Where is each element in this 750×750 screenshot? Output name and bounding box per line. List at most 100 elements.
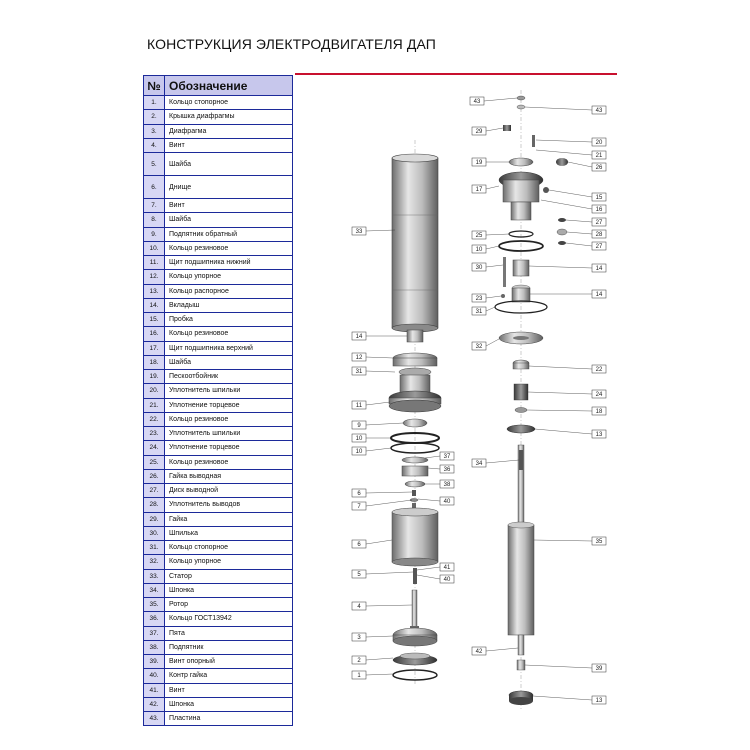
row-number: 23.: [143, 425, 165, 442]
rotor-assembly: [507, 444, 535, 656]
callout-label: 17: [476, 187, 483, 193]
table-row: 37.Пята: [143, 625, 293, 641]
callout-label: 10: [356, 436, 363, 442]
row-number: 40.: [143, 668, 165, 684]
callout-box: [591, 289, 607, 299]
exploded-assembly-diagram: 3314123111910103736386740641405432143432…: [351, 90, 607, 710]
callout-label: 27: [596, 220, 603, 226]
row-number: 36.: [143, 611, 165, 627]
row-number: 39.: [143, 653, 165, 670]
retaining-ring-1: [392, 669, 438, 681]
callout-box: [591, 695, 607, 705]
row-designation: Кольцо ГОСТ13942: [164, 611, 293, 627]
table-row: 22.Кольцо резиновое: [143, 411, 293, 428]
callout-leader: [485, 185, 500, 190]
row-designation: Винт: [164, 137, 293, 154]
row-designation: Шпилька: [164, 525, 293, 542]
callout-label: 39: [596, 666, 603, 672]
callout-label: 43: [596, 108, 603, 114]
table-row: 5.Шайба: [143, 152, 293, 176]
screw-41: [413, 568, 417, 584]
row-designation: Пята: [164, 625, 293, 641]
callout-label: 1: [357, 673, 361, 679]
callout-label: 10: [476, 247, 483, 253]
callout-label: 14: [596, 266, 603, 272]
callout-leader: [365, 447, 392, 452]
callout-box: [591, 217, 607, 227]
row-number: 7.: [143, 197, 165, 214]
row-designation: Кольцо резиновое: [164, 454, 293, 470]
callout-label: 38: [444, 482, 451, 488]
row-designation: Уплотнитель выводов: [164, 497, 293, 513]
callout-label: 43: [474, 99, 481, 105]
callout-label: 34: [476, 461, 483, 467]
table-row: 13.Кольцо распорное: [143, 283, 293, 299]
callout-label: 22: [596, 367, 603, 373]
row-designation: Подпятник обратный: [164, 226, 293, 242]
callout-box: [591, 105, 607, 115]
row-number: 19.: [143, 368, 165, 385]
callout-box: [471, 646, 487, 656]
table-row: 19.Пескоотбойник: [143, 368, 293, 385]
stud-30: [503, 257, 506, 287]
callout-box: [591, 150, 607, 160]
callout-leader: [365, 657, 394, 661]
callout-box: [351, 420, 367, 430]
row-number: 13.: [143, 283, 165, 299]
callout-box: [591, 162, 607, 172]
mechanical-seal-24: [513, 383, 529, 401]
callout-box: [351, 569, 367, 579]
callout-box: [471, 262, 487, 272]
callout-label: 11: [356, 403, 363, 409]
callout-layer: 3314123111910103736386740641405432143432…: [351, 96, 607, 705]
row-number: 37.: [143, 625, 165, 641]
callout-box: [351, 601, 367, 611]
callout-leader: [548, 189, 593, 198]
row-number: 17.: [143, 340, 165, 356]
row-designation: Щит подшипника нижний: [164, 254, 293, 271]
row-designation: Кольцо упорное: [164, 554, 293, 570]
row-designation: Статор: [164, 568, 293, 584]
callout-leader: [365, 370, 396, 373]
callout-label: 24: [596, 392, 603, 398]
header-designation: Обозначение: [164, 75, 293, 96]
callout-label: 32: [476, 344, 483, 350]
row-designation: Кольцо резиновое: [164, 326, 293, 342]
row-number: 34.: [143, 582, 165, 599]
row-number: 6.: [143, 175, 165, 199]
table-row: 26.Гайка выводная: [143, 468, 293, 485]
callout-leader: [528, 365, 593, 370]
table-row: 10.Кольцо резиновое: [143, 240, 293, 257]
liner-14-right-b: [501, 284, 531, 303]
callout-box: [439, 496, 455, 506]
callout-label: 10: [356, 449, 363, 455]
callout-leader: [416, 566, 441, 571]
callout-box: [469, 96, 485, 106]
callout-box: [351, 539, 367, 549]
callout-label: 28: [596, 232, 603, 238]
callout-label: 31: [356, 369, 363, 375]
callout-leader: [485, 295, 502, 299]
row-number: 18.: [143, 354, 165, 371]
callout-label: 37: [444, 454, 451, 460]
callout-leader: [535, 149, 593, 156]
row-number: 27.: [143, 482, 165, 499]
callout-leader: [365, 229, 396, 232]
row-designation: Гайка выводная: [164, 468, 293, 485]
support-screw-39: [516, 659, 526, 671]
row-number: 14.: [143, 297, 165, 314]
callout-label: 40: [444, 577, 451, 583]
callout-label: 19: [476, 160, 483, 166]
liner-14-left: [406, 329, 424, 343]
callout-leader: [534, 428, 593, 435]
callout-leader: [365, 422, 404, 426]
callout-label: 5: [357, 572, 361, 578]
callout-box: [351, 670, 367, 680]
callout-label: 21: [596, 153, 603, 159]
row-designation: Кольцо стопорное: [164, 539, 293, 556]
row-number: 43.: [143, 710, 165, 727]
callout-label: 42: [476, 649, 483, 655]
row-number: 20.: [143, 383, 165, 399]
row-designation: Кольцо упорное: [164, 269, 293, 285]
